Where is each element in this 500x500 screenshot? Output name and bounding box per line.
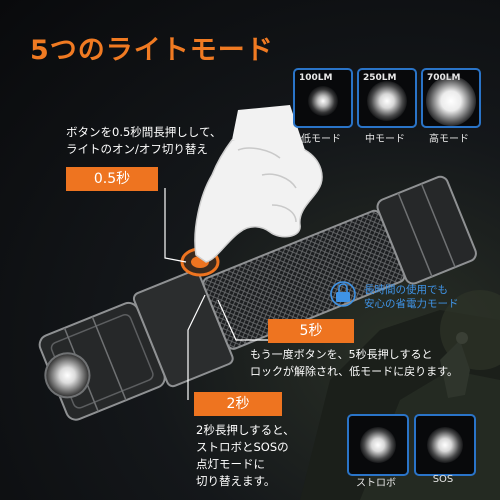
power-save-line1: 長時間の使用でも: [364, 284, 448, 296]
tag-five-seconds: 5秒: [268, 319, 354, 343]
light-glow-icon: [427, 427, 463, 463]
strobe-instruction-line1: 2秒長押しすると、: [196, 423, 295, 437]
mode-mid-box: 250LM: [357, 68, 417, 128]
lock-instruction: もう一度ボタンを、5秒長押しすると ロックが解除され、低モードに戻ります。: [250, 346, 458, 380]
power-save-line2: 安心の省電力モード: [364, 298, 459, 310]
power-instruction: ボタンを0.5秒間長押しして、 ライトのオン/オフ切り替え: [66, 124, 221, 158]
power-save-text: 長時間の使用でも 安心の省電力モード: [364, 283, 459, 311]
light-glow-icon: [308, 86, 338, 117]
hand-illustration: [194, 105, 323, 263]
power-instruction-line2: ライトのオン/オフ切り替え: [66, 142, 208, 156]
tag-two-seconds: 2秒: [194, 392, 282, 416]
strobe-instruction-line2: ストロボとSOSの: [196, 440, 289, 454]
page-title: 5つのライトモード: [30, 35, 274, 66]
strobe-instruction-line3: 点灯モードに: [196, 457, 265, 471]
mode-mid-label: 中モード: [365, 134, 405, 145]
sos-mode-label: SOS: [432, 474, 454, 485]
connector-lines: [164, 188, 268, 400]
mode-high-box: 700LM: [421, 68, 481, 128]
flashlight-body: [38, 175, 477, 421]
tag-half-second: 0.5秒: [66, 167, 158, 191]
mode-low-box: 100LM: [293, 68, 353, 128]
strobe-instruction: 2秒長押しすると、 ストロボとSOSの 点灯モードに 切り替えます。: [196, 422, 295, 490]
mode-low-lumens: 100LM: [299, 73, 333, 83]
strobe-mode-box: [347, 414, 409, 476]
strobe-instruction-line4: 切り替えます。: [196, 474, 276, 488]
mode-mid-lumens: 250LM: [363, 73, 397, 83]
lock-instruction-line1: もう一度ボタンを、5秒長押しすると: [250, 348, 433, 361]
strobe-mode-label: ストロボ: [356, 478, 396, 489]
light-glow-icon: [426, 76, 476, 127]
lock-instruction-line2: ロックが解除され、低モードに戻ります。: [250, 365, 459, 378]
mode-high-label: 高モード: [429, 134, 469, 145]
sos-mode-box: [414, 414, 476, 476]
light-glow-icon: [367, 81, 407, 122]
light-glow-icon: [360, 427, 396, 463]
power-instruction-line1: ボタンを0.5秒間長押しして、: [66, 125, 222, 139]
mode-low-label: 低モード: [301, 134, 341, 145]
